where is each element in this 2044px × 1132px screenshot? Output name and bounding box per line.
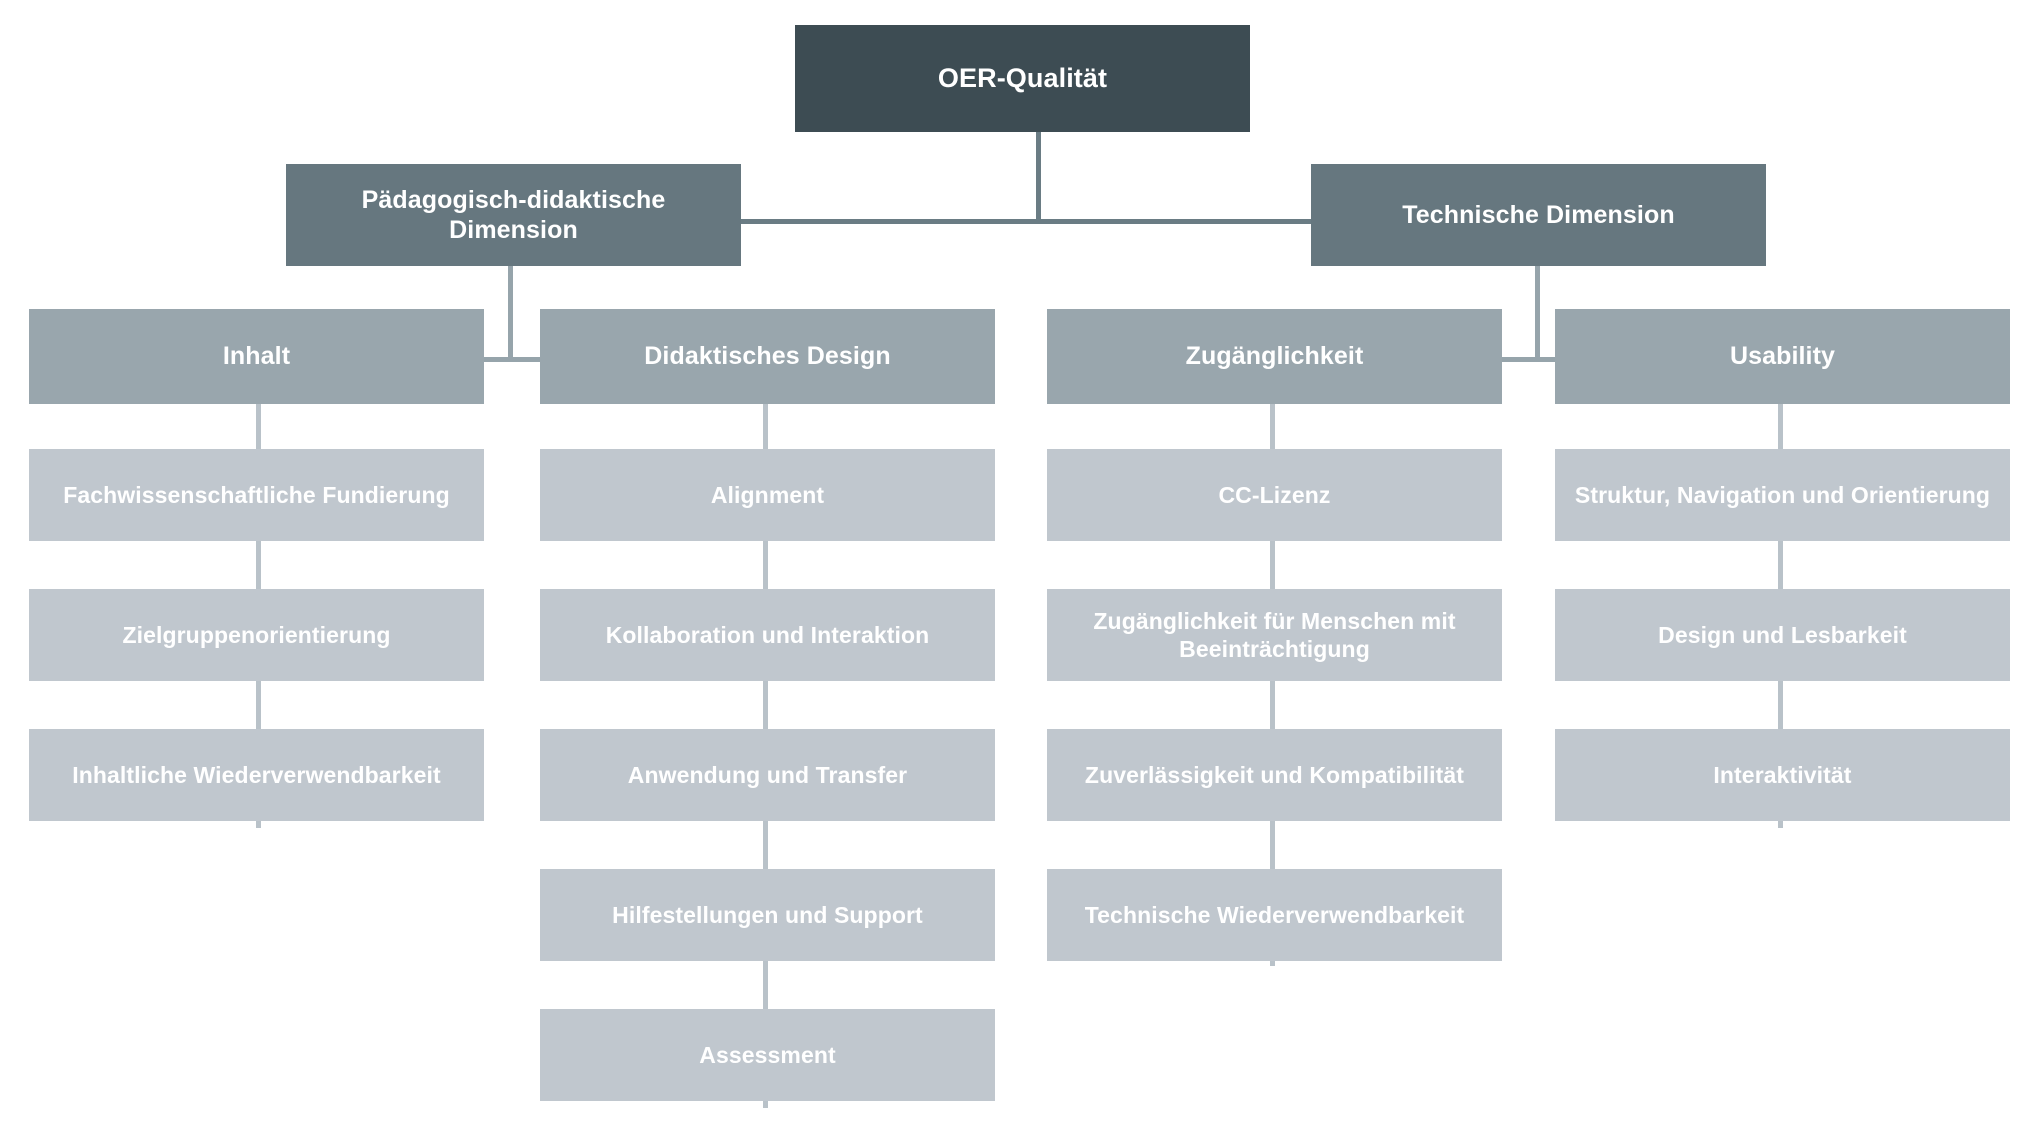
node-dimension-technisch[interactable]: Technische Dimension	[1311, 164, 1766, 266]
node-label: Zugänglichkeit für Menschen mit Beeinträ…	[1093, 607, 1456, 662]
node-label: Kollaboration und Interaktion	[605, 621, 930, 648]
node-label: Struktur, Navigation und Orientierung	[1574, 481, 1991, 508]
node-leaf-zielgruppenorientierung[interactable]: Zielgruppenorientierung	[29, 589, 484, 681]
node-leaf-interaktivitaet[interactable]: Interaktivität	[1555, 729, 2010, 821]
node-label: OER-Qualität	[937, 63, 1108, 94]
node-leaf-alignment[interactable]: Alignment	[540, 449, 995, 541]
connector-technical-stem	[1535, 266, 1540, 360]
node-leaf-design-und-lesbarkeit[interactable]: Design und Lesbarkeit	[1555, 589, 2010, 681]
node-category-inhalt[interactable]: Inhalt	[29, 309, 484, 404]
node-label: CC-Lizenz	[1218, 481, 1331, 508]
node-label: Zielgruppenorientierung	[122, 621, 391, 648]
node-leaf-zuverlaessigkeit-und-kompatibilitaet[interactable]: Zuverlässigkeit und Kompatibilität	[1047, 729, 1502, 821]
node-leaf-struktur-navigation-und-orientierung[interactable]: Struktur, Navigation und Orientierung	[1555, 449, 2010, 541]
node-label: Hilfestellungen und Support	[612, 901, 923, 928]
node-label: Design und Lesbarkeit	[1658, 621, 1907, 648]
node-label: Technische Dimension	[1402, 200, 1675, 229]
connector-dimension-bus	[740, 219, 1312, 224]
node-label: Fachwissenschaftliche Fundierung	[63, 481, 450, 508]
node-label: Interaktivität	[1713, 761, 1852, 788]
node-category-zugaenglichkeit[interactable]: Zugänglichkeit	[1047, 309, 1502, 404]
node-category-usability[interactable]: Usability	[1555, 309, 2010, 404]
node-leaf-assessment[interactable]: Assessment	[540, 1009, 995, 1101]
node-label: Anwendung und Transfer	[627, 761, 908, 788]
connector-pedagogy-stem	[508, 266, 513, 360]
node-leaf-cc-lizenz[interactable]: CC-Lizenz	[1047, 449, 1502, 541]
connector-pedagogy-bus	[258, 357, 766, 362]
node-label: Usability	[1729, 342, 1836, 371]
node-dimension-paedagogisch-didaktisch[interactable]: Pädagogisch-didaktische Dimension	[286, 164, 741, 266]
node-root-oer-qualitaet[interactable]: OER-Qualität	[795, 25, 1250, 132]
node-label: Technische Wiederverwendbarkeit	[1084, 901, 1465, 928]
node-category-didaktisches-design[interactable]: Didaktisches Design	[540, 309, 995, 404]
node-label: Assessment	[699, 1041, 836, 1068]
node-label: Zuverlässigkeit und Kompatibilität	[1084, 761, 1465, 788]
node-label: Alignment	[710, 481, 825, 508]
node-leaf-fachwissenschaftliche-fundierung[interactable]: Fachwissenschaftliche Fundierung	[29, 449, 484, 541]
node-leaf-hilfestellungen-und-support[interactable]: Hilfestellungen und Support	[540, 869, 995, 961]
connector-technical-bus	[1285, 357, 1793, 362]
node-label: Zugänglichkeit	[1185, 342, 1364, 371]
connector-root-stem	[1036, 131, 1041, 221]
node-leaf-anwendung-und-transfer[interactable]: Anwendung und Transfer	[540, 729, 995, 821]
node-label: Pädagogisch-didaktische Dimension	[361, 185, 666, 245]
node-label: Inhaltliche Wiederverwendbarkeit	[72, 761, 441, 788]
node-leaf-inhaltliche-wiederverwendbarkeit[interactable]: Inhaltliche Wiederverwendbarkeit	[29, 729, 484, 821]
node-leaf-zugaenglichkeit-fuer-menschen-mit-beeintraechtigung[interactable]: Zugänglichkeit für Menschen mit Beeinträ…	[1047, 589, 1502, 681]
node-leaf-technische-wiederverwendbarkeit[interactable]: Technische Wiederverwendbarkeit	[1047, 869, 1502, 961]
connector-zugaenglichkeit-spine	[1270, 404, 1275, 966]
node-leaf-kollaboration-und-interaktion[interactable]: Kollaboration und Interaktion	[540, 589, 995, 681]
node-label: Inhalt	[222, 342, 291, 371]
node-label: Didaktisches Design	[644, 342, 891, 371]
